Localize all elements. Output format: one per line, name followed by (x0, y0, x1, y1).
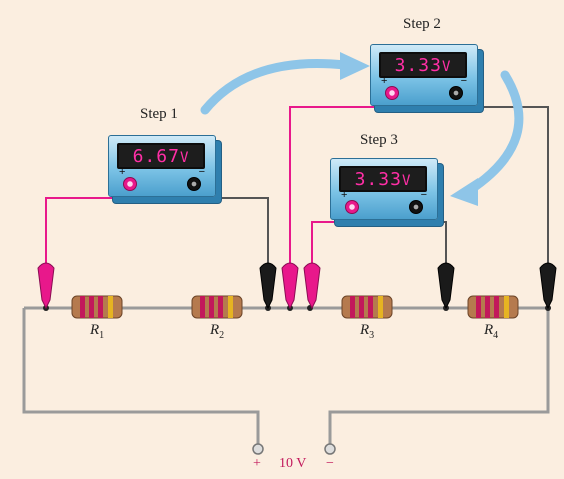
arrow-step2-to-step3 (465, 70, 524, 195)
negative-jack[interactable] (409, 200, 423, 214)
step1-label: Step 1 (140, 106, 178, 122)
step2-label: Step 2 (403, 16, 441, 32)
clip-step3-negative (437, 262, 455, 310)
step2-negative-lead (452, 106, 549, 265)
step1-negative-lead (183, 197, 269, 265)
plus-sign: + (341, 189, 348, 201)
clip-step1-negative (259, 262, 277, 310)
voltage-unit: V (441, 59, 452, 75)
voltage-unit: V (179, 150, 190, 166)
arrow-heads (340, 52, 478, 206)
probe-clips (37, 262, 557, 310)
source-terminals (252, 443, 336, 455)
voltage-reading: 3.33 (394, 55, 442, 76)
arrow-step1-to-step2 (200, 58, 350, 115)
minus-sign: − (460, 75, 467, 87)
lcd-display: 3.33V (379, 52, 467, 78)
plus-sign: + (381, 75, 388, 87)
resistor-r4 (467, 295, 519, 319)
clip-step3-positive (303, 262, 321, 310)
voltage-reading: 6.67 (132, 146, 180, 167)
clip-step1-positive (37, 262, 55, 310)
resistor-r3 (341, 295, 393, 319)
source-voltage-label: 10 V (279, 456, 307, 471)
voltage-reading: 3.33 (354, 169, 402, 190)
step1-positive-lead (45, 197, 123, 265)
resistor-r1-label: R1 (90, 322, 105, 341)
voltage-unit: V (401, 173, 412, 189)
source-positive-terminal (252, 443, 264, 455)
lcd-display: 6.67V (117, 143, 205, 169)
voltmeter-step2: 3.33V + − (370, 44, 478, 106)
arrowhead-step2 (340, 52, 370, 80)
source-minus-label: − (326, 456, 334, 471)
step2-positive-lead (289, 106, 382, 265)
resistor-r3-label: R3 (360, 322, 375, 341)
minus-sign: − (198, 166, 205, 178)
resistor-r1 (71, 295, 123, 319)
resistor-r2 (191, 295, 243, 319)
resistor-r2-label: R2 (210, 322, 225, 341)
left-wire (22, 308, 260, 448)
step-arrows (200, 58, 524, 195)
step3-negative-lead (405, 221, 447, 265)
source-plus-label: + (253, 456, 261, 471)
step3-positive-lead (311, 221, 343, 265)
positive-jack[interactable] (385, 86, 399, 100)
clip-step2-positive (281, 262, 299, 310)
right-wire (328, 308, 550, 448)
positive-jack[interactable] (123, 177, 137, 191)
plus-sign: + (119, 166, 126, 178)
positive-jack[interactable] (345, 200, 359, 214)
resistor-r4-label: R4 (484, 322, 499, 341)
probe-leads (45, 106, 549, 265)
source-negative-terminal (324, 443, 336, 455)
negative-jack[interactable] (187, 177, 201, 191)
voltmeter-step1: 6.67V + − (108, 135, 216, 197)
voltmeter-step3: 3.33V + − (330, 158, 438, 220)
arrowhead-step3 (450, 178, 478, 206)
minus-sign: − (420, 189, 427, 201)
lcd-display: 3.33V (339, 166, 427, 192)
negative-jack[interactable] (449, 86, 463, 100)
clip-step2-negative (539, 262, 557, 310)
step3-label: Step 3 (360, 132, 398, 148)
